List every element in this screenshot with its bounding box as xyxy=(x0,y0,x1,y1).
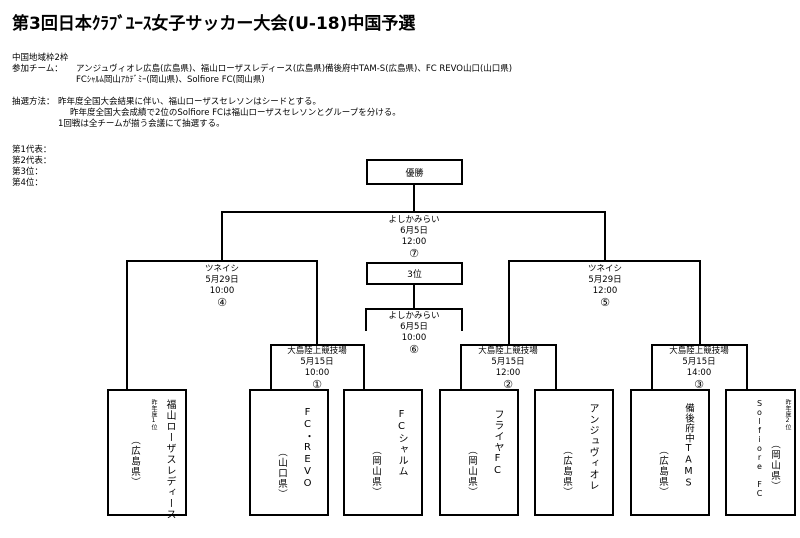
match-2-venue: 大島陸上競技場 xyxy=(478,346,538,356)
team-box-2: FC・REVO （山口県） xyxy=(249,389,329,516)
team-1-name: 福山ローザスレディース xyxy=(164,399,175,520)
match-3-number: ③ xyxy=(694,378,704,391)
match-5-date: 5月29日 xyxy=(588,275,622,285)
third-place-box: 3位 xyxy=(366,262,463,285)
match-4-time: 10:00 xyxy=(209,286,235,296)
draw-line-2: 昨年度全国大会成績で2位のSolfiore FCは福山ローザスセレソンとグループ… xyxy=(70,108,401,118)
team-2-name: FC・REVO xyxy=(302,407,313,490)
match-7-number: ⑦ xyxy=(409,247,419,260)
team-7-note: 昨年度2位 xyxy=(784,399,791,430)
match-1-venue: 大島陸上競技場 xyxy=(287,346,347,356)
team-box-4: フライヤFC （岡山県） xyxy=(439,389,519,516)
match-6-venue: よしかみらい xyxy=(388,311,440,321)
team-box-5: アンジュヴィオレ （広島県） xyxy=(534,389,614,516)
team-box-6: 備後府中TAMS （広島県） xyxy=(630,389,710,516)
champion-box: 優勝 xyxy=(366,159,463,185)
match-7-info: よしかみらい 6月5日 12:00 ⑦ xyxy=(364,215,464,260)
team-4-name: フライヤFC xyxy=(492,409,503,477)
result-4th: 第4位： xyxy=(12,178,43,188)
match-4-date: 5月29日 xyxy=(205,275,239,285)
match-1-number: ① xyxy=(312,378,322,391)
team-7-pref: （岡山県） xyxy=(769,439,780,492)
match-4-venue: ツネイシ xyxy=(204,264,239,274)
team-1-note: 昨年度1位 xyxy=(150,399,157,430)
match-7-date: 6月5日 xyxy=(400,226,428,236)
participants-line-1: アンジュヴィオレ広島(広島県)、福山ローザスレディース(広島県)備後府中TAM-… xyxy=(76,64,513,74)
team-3-pref: （岡山県） xyxy=(370,445,381,498)
match-1-info: 大島陸上競技場 5月15日 10:00 ① xyxy=(267,346,367,391)
team-5-pref: （広島県） xyxy=(561,445,572,498)
match-5-time: 12:00 xyxy=(592,286,618,296)
participants-label: 参加チーム： xyxy=(12,64,63,74)
quota-text: 中国地域枠2枠 xyxy=(12,53,69,63)
match-6-info: よしかみらい 6月5日 10:00 ⑥ xyxy=(364,311,464,356)
draw-line-1: 昨年度全国大会結果に伴い、福山ローザスセレソンはシードとする。 xyxy=(58,97,321,107)
match-6-number: ⑥ xyxy=(409,343,419,356)
team-3-name: FCシャルム xyxy=(396,409,407,477)
match-4-number: ④ xyxy=(217,296,227,309)
match-1-date: 5月15日 xyxy=(300,357,334,367)
team-6-pref: （広島県） xyxy=(657,445,668,498)
result-2nd: 第2代表： xyxy=(12,156,52,166)
team-1-pref: （広島県） xyxy=(129,435,140,488)
match-6-date: 6月5日 xyxy=(400,322,428,332)
match-7-venue: よしかみらい xyxy=(388,215,440,225)
draw-label: 抽選方法： xyxy=(12,97,55,107)
match-4-info: ツネイシ 5月29日 10:00 ④ xyxy=(172,264,272,309)
team-box-7: 昨年度2位 （岡山県） Solfiore FC xyxy=(725,389,796,516)
match-5-venue: ツネイシ xyxy=(587,264,622,274)
match-3-info: 大島陸上競技場 5月15日 14:00 ③ xyxy=(649,346,749,391)
match-5-number: ⑤ xyxy=(600,296,610,309)
result-1st: 第1代表： xyxy=(12,145,52,155)
match-6-time: 10:00 xyxy=(401,333,427,343)
team-box-1: 福山ローザスレディース 昨年度1位 （広島県） xyxy=(107,389,187,520)
team-5-name: アンジュヴィオレ xyxy=(587,403,598,491)
match-3-venue: 大島陸上競技場 xyxy=(669,346,729,356)
match-7-time: 12:00 xyxy=(401,237,427,247)
match-3-date: 5月15日 xyxy=(682,357,716,367)
match-3-time: 14:00 xyxy=(686,368,712,378)
third-place-label: 3位 xyxy=(407,270,422,280)
match-2-info: 大島陸上競技場 5月15日 12:00 ② xyxy=(458,346,558,391)
champion-label: 優勝 xyxy=(405,168,424,179)
match-2-date: 5月15日 xyxy=(491,357,525,367)
match-2-number: ② xyxy=(503,378,513,391)
draw-line-3: 1回戦は全チームが揃う会議にて抽選する。 xyxy=(58,119,225,129)
match-1-time: 10:00 xyxy=(304,368,330,378)
match-5-info: ツネイシ 5月29日 12:00 ⑤ xyxy=(555,264,655,309)
team-2-pref: （山口県） xyxy=(276,447,287,500)
team-7-name: Solfiore FC xyxy=(755,399,764,498)
match-2-time: 12:00 xyxy=(495,368,521,378)
team-6-name: 備後府中TAMS xyxy=(683,403,694,489)
team-4-pref: （岡山県） xyxy=(466,445,477,498)
page-title: 第3回日本ｸﾗﾌﾞﾕｰｽ女子サッカー大会(U-18)中国予選 xyxy=(12,14,416,34)
team-box-3: FCシャルム （岡山県） xyxy=(343,389,423,516)
participants-line-2: FCｼｬﾙﾑ岡山ｱｶﾃﾞﾐｰ(岡山県)、Solfiore FC(岡山県) xyxy=(76,75,265,85)
result-3rd: 第3位： xyxy=(12,167,43,177)
